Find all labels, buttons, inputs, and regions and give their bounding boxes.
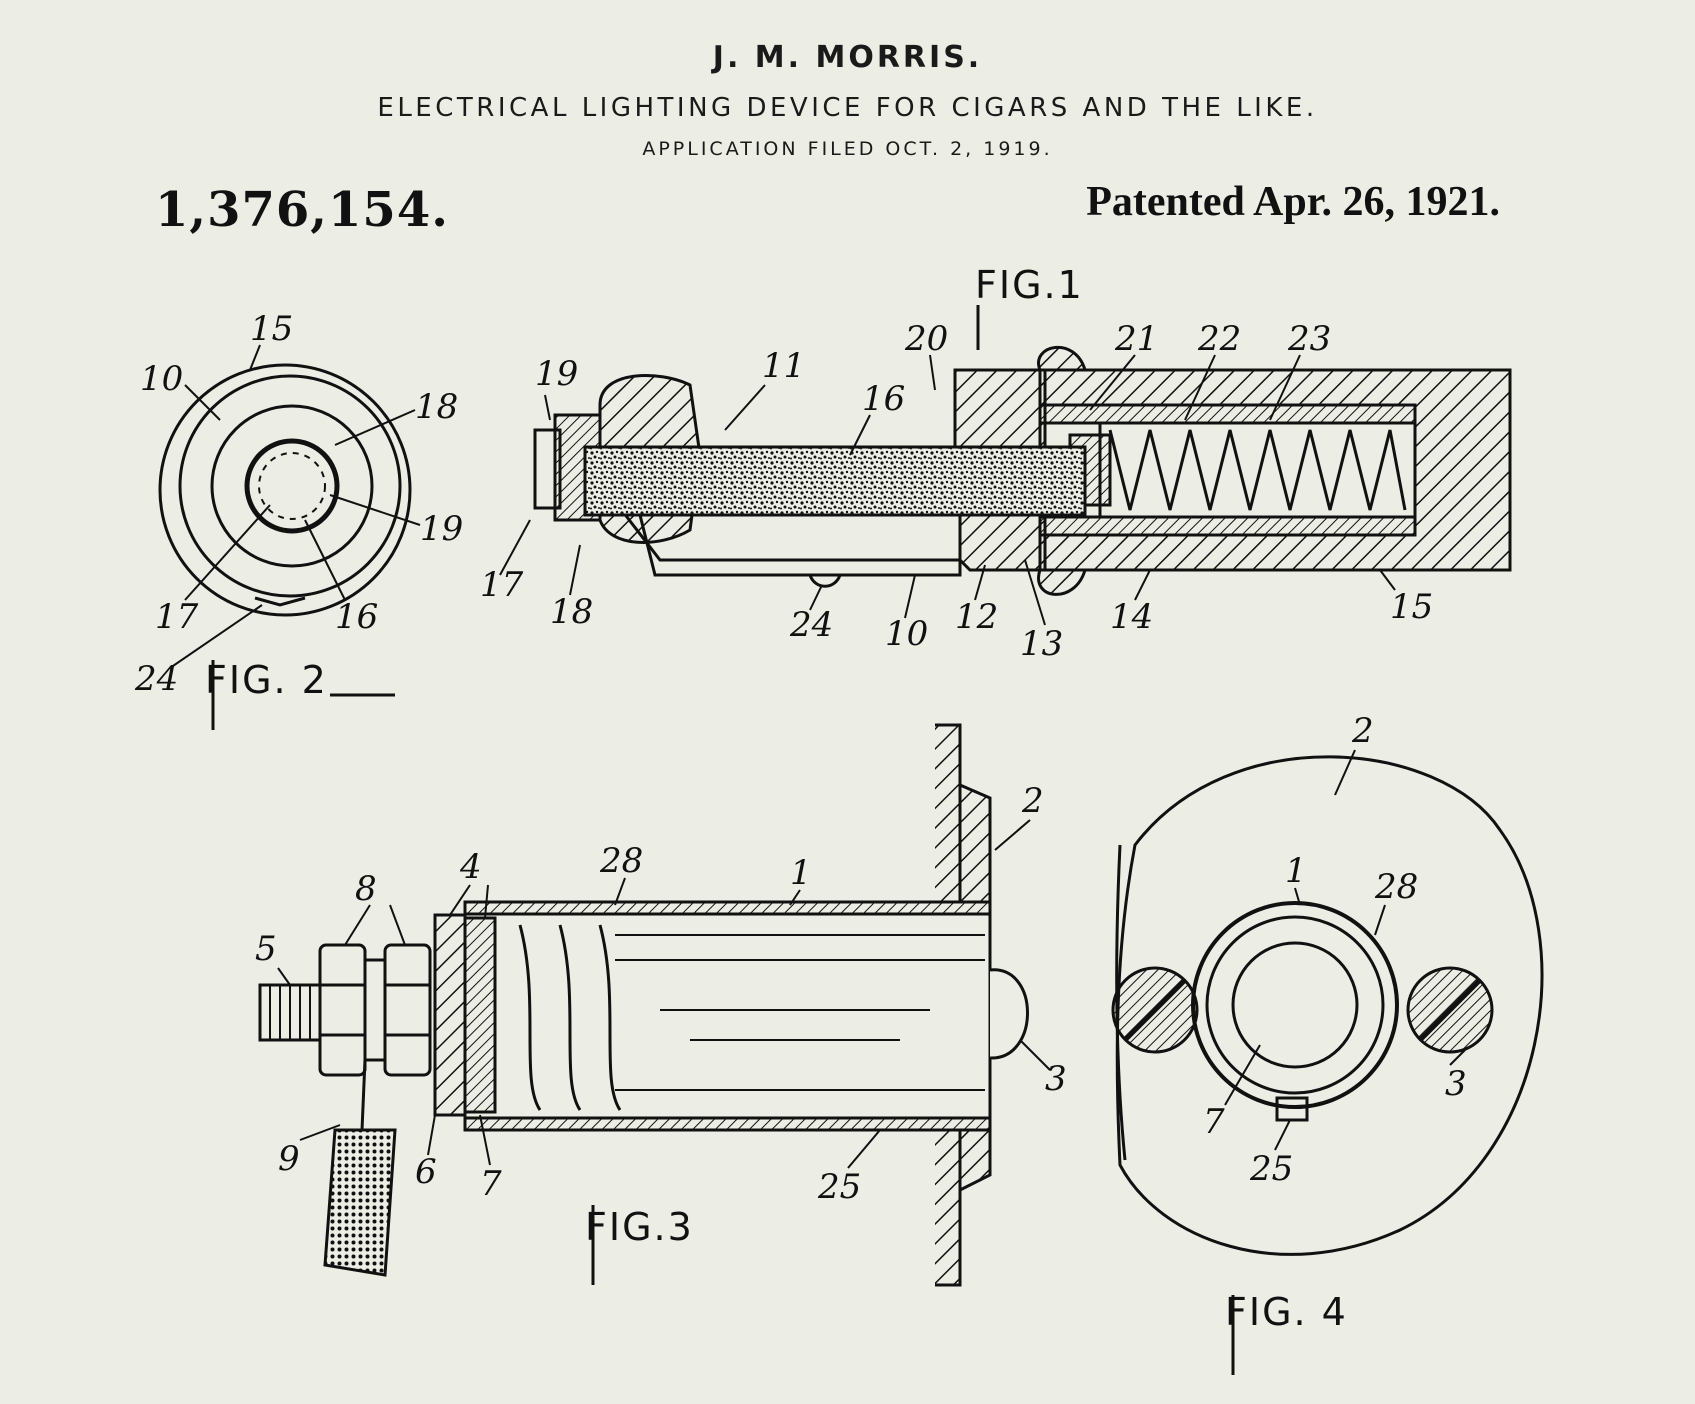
ref-10: 10	[885, 614, 928, 654]
ref-7: 7	[1203, 1102, 1225, 1142]
ref-15: 15	[1390, 587, 1433, 627]
application-filed: APPLICATION FILED OCT. 2, 1919.	[642, 138, 1053, 160]
ref-24: 24	[134, 659, 178, 699]
fig2-reference-numerals: 15 10 18 19 17 16 24	[134, 309, 463, 699]
ref-18: 18	[550, 592, 593, 632]
figure-4-front-view	[1111, 755, 1544, 1256]
ref-8: 8	[355, 869, 377, 909]
ref-12: 12	[955, 597, 998, 637]
ref-17: 17	[155, 597, 199, 637]
ref-6: 6	[415, 1152, 437, 1192]
figure-2-end-view	[158, 363, 412, 617]
ref-25: 25	[1249, 1149, 1293, 1189]
ref-1: 1	[790, 853, 812, 893]
fig4-reference-numerals: 2 1 28 3 7 25	[1203, 711, 1467, 1189]
ref-1: 1	[1285, 851, 1307, 891]
fig2-label: FIG. 2	[205, 658, 328, 702]
ref-24: 24	[789, 605, 833, 645]
ref-19: 19	[420, 509, 463, 549]
fig4-label: FIG. 4	[1225, 1290, 1348, 1334]
ref-9: 9	[278, 1139, 300, 1179]
ref-28: 28	[599, 841, 643, 881]
patent-title: ELECTRICAL LIGHTING DEVICE FOR CIGARS AN…	[377, 93, 1318, 123]
ref-3: 3	[1045, 1059, 1067, 1099]
ref-15: 15	[250, 309, 293, 349]
ref-23: 23	[1287, 319, 1331, 359]
ref-10: 10	[140, 359, 183, 399]
ref-16: 16	[335, 597, 378, 637]
ref-13: 13	[1020, 624, 1063, 664]
ref-22: 22	[1197, 319, 1241, 359]
ref-2: 2	[1351, 711, 1374, 751]
inventor-name: J. M. MORRIS.	[712, 40, 983, 75]
ref-5: 5	[255, 929, 277, 969]
ref-4: 4	[459, 847, 482, 887]
fig1-label: FIG.1	[975, 263, 1084, 307]
ref-19: 19	[535, 354, 578, 394]
ref-20: 20	[904, 319, 948, 359]
fig1-reference-numerals: 19 11 16 20 21 22 23 17 18 24 10 12 13 1…	[480, 319, 1433, 664]
patented-date: Patented Apr. 26, 1921.	[1086, 179, 1500, 225]
fig3-label: FIG.3	[585, 1205, 694, 1249]
ref-7: 7	[480, 1164, 502, 1204]
ref-14: 14	[1110, 597, 1153, 637]
patent-number: 1,376,154.	[155, 182, 449, 238]
ref-25: 25	[817, 1167, 861, 1207]
figure-3-socket-section	[258, 723, 1029, 1287]
ref-28: 28	[1374, 867, 1418, 907]
figure-1-sectional-view	[533, 345, 1512, 596]
ref-2: 2	[1021, 781, 1044, 821]
ref-21: 21	[1114, 319, 1158, 359]
ref-11: 11	[762, 346, 805, 386]
ref-18: 18	[415, 387, 458, 427]
ref-16: 16	[862, 379, 905, 419]
ref-3: 3	[1445, 1064, 1467, 1104]
